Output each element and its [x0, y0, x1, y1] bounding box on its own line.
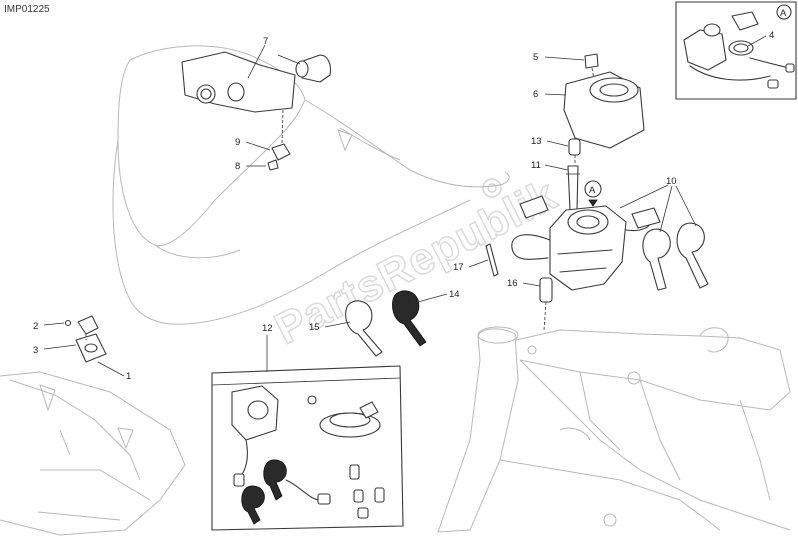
- part-14-key: [392, 290, 427, 347]
- leader-lines: [43, 56, 697, 377]
- label-15: 15: [309, 322, 320, 333]
- label-3: 3: [33, 345, 38, 356]
- callout-marker-a: A: [589, 185, 596, 196]
- part-15-key: [345, 300, 383, 357]
- part-12-kit-box: [211, 335, 404, 531]
- label-2: 2: [33, 321, 38, 332]
- front-fairing-ghost: [112, 45, 510, 325]
- label-17: 17: [453, 262, 464, 273]
- watermark-gear-icon: [482, 178, 502, 198]
- frame-ghost: [437, 326, 791, 533]
- lower-fairing-ghost: [0, 371, 186, 536]
- label-4: 4: [769, 30, 774, 41]
- label-8: 8: [235, 161, 240, 172]
- label-5: 5: [533, 52, 538, 63]
- label-11: 11: [531, 160, 541, 171]
- ignition-switch-assembly: A: [511, 53, 709, 331]
- inset-marker-a: A: [780, 8, 787, 19]
- label-10: 10: [666, 176, 677, 187]
- label-9: 9: [235, 137, 240, 148]
- part-17-pin: [485, 243, 499, 277]
- label-1: 1: [126, 371, 131, 382]
- part-labels: 2 3 1 7 9 8 12 5 6 13 11 10 4 16 17 14 1…: [33, 30, 774, 382]
- part-7-lock-cylinder: [181, 44, 332, 113]
- diagram-code: IMP01225: [4, 4, 50, 15]
- parts-1-3-bracket: [64, 315, 107, 363]
- inset-detail-a: A: [675, 1, 797, 100]
- label-13: 13: [531, 136, 542, 147]
- part-8-screw: [267, 159, 279, 171]
- label-7: 7: [263, 36, 268, 47]
- part-9-clip: [271, 109, 291, 161]
- label-12: 12: [262, 323, 273, 334]
- label-6: 6: [533, 89, 538, 100]
- label-14: 14: [449, 289, 460, 300]
- label-16: 16: [507, 278, 518, 289]
